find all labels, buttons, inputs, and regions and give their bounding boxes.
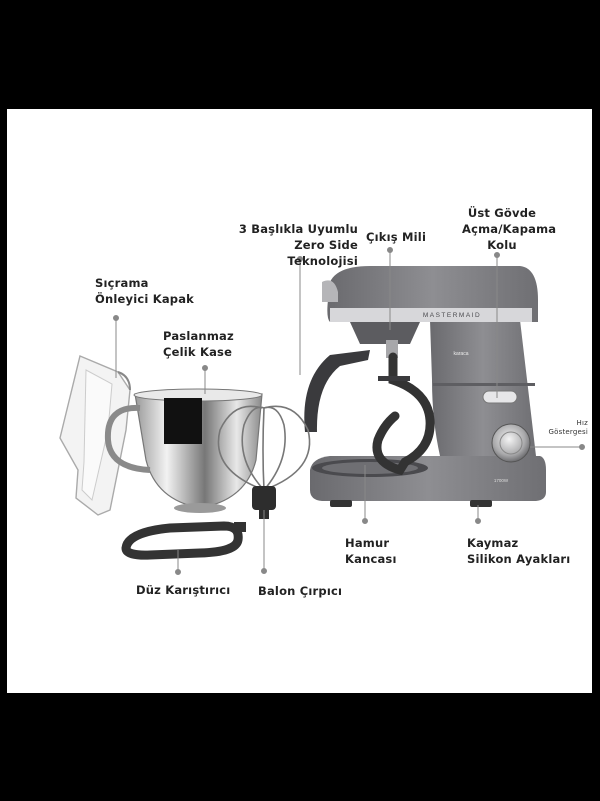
label-zero-side: 3 Başlıkla Uyumlu Zero Side Teknolojisi	[238, 221, 358, 269]
label-dough-hook-line2: Kancası	[345, 552, 397, 566]
dough-hook	[372, 352, 435, 476]
label-splash-guard-line1: Sıçrama	[95, 276, 149, 290]
label-balloon-whisk: Balon Çırpıcı	[258, 583, 342, 599]
label-zero-side-line1: 3 Başlıkla Uyumlu	[238, 222, 358, 236]
speed-knob	[491, 423, 531, 463]
power-text: 1700W	[494, 478, 509, 483]
label-dough-hook: Hamur Kancası	[345, 535, 397, 567]
splash-guard	[59, 355, 131, 516]
label-bowl-line1: Paslanmaz	[163, 329, 234, 343]
mixer-column	[430, 320, 536, 456]
label-head-lever-line1: Üst Gövde	[467, 206, 537, 220]
label-balloon-whisk-text: Balon Çırpıcı	[258, 584, 343, 598]
balloon-whisk	[217, 405, 311, 491]
bowl-handle	[104, 404, 151, 473]
brand-text: MASTERMAID	[423, 312, 481, 319]
label-bowl-line2: Çelik Kase	[163, 345, 233, 359]
stand-mixer	[304, 266, 546, 507]
silicone-foot-right	[470, 500, 492, 507]
logo-text: karaca	[453, 351, 468, 357]
zero-side-arm	[304, 350, 370, 432]
label-splash-guard-line2: Önleyici Kapak	[95, 292, 195, 306]
label-bowl: Paslanmaz Çelik Kase	[163, 328, 234, 360]
label-flat-beater-text: Düz Karıştırıcı	[136, 583, 231, 597]
bowl-reflection	[164, 398, 202, 444]
label-head-lever: Üst Gövde Açma/Kapama Kolu	[462, 205, 557, 253]
label-splash-guard: Sıçrama Önleyici Kapak	[95, 275, 194, 307]
label-flat-beater: Düz Karıştırıcı	[136, 582, 230, 598]
chrome-trim	[330, 308, 532, 322]
flat-beater	[121, 521, 246, 560]
label-speed-line2: Göstergesi	[548, 428, 588, 436]
front-hub	[322, 280, 338, 302]
label-speed-line1: Hız	[576, 419, 588, 427]
head-lever	[482, 390, 518, 404]
label-head-lever-line2: Açma/Kapama	[462, 222, 557, 236]
label-feet-line2: Silikon Ayakları	[467, 552, 571, 566]
label-speed: Hız Göstergesi	[544, 419, 588, 437]
silicone-foot-left	[330, 500, 352, 507]
label-output-shaft: Çıkış Mili	[366, 229, 426, 245]
leader-lines	[113, 247, 585, 575]
label-feet: Kaymaz Silikon Ayakları	[467, 535, 570, 567]
stainless-bowl	[104, 388, 263, 513]
label-dough-hook-line1: Hamur	[345, 536, 390, 550]
label-output-shaft-text: Çıkış Mili	[366, 230, 427, 244]
label-zero-side-line2: Zero Side Teknolojisi	[287, 238, 358, 268]
label-head-lever-line3: Kolu	[487, 238, 517, 252]
label-feet-line1: Kaymaz	[467, 536, 519, 550]
whisk-hub	[252, 486, 276, 510]
